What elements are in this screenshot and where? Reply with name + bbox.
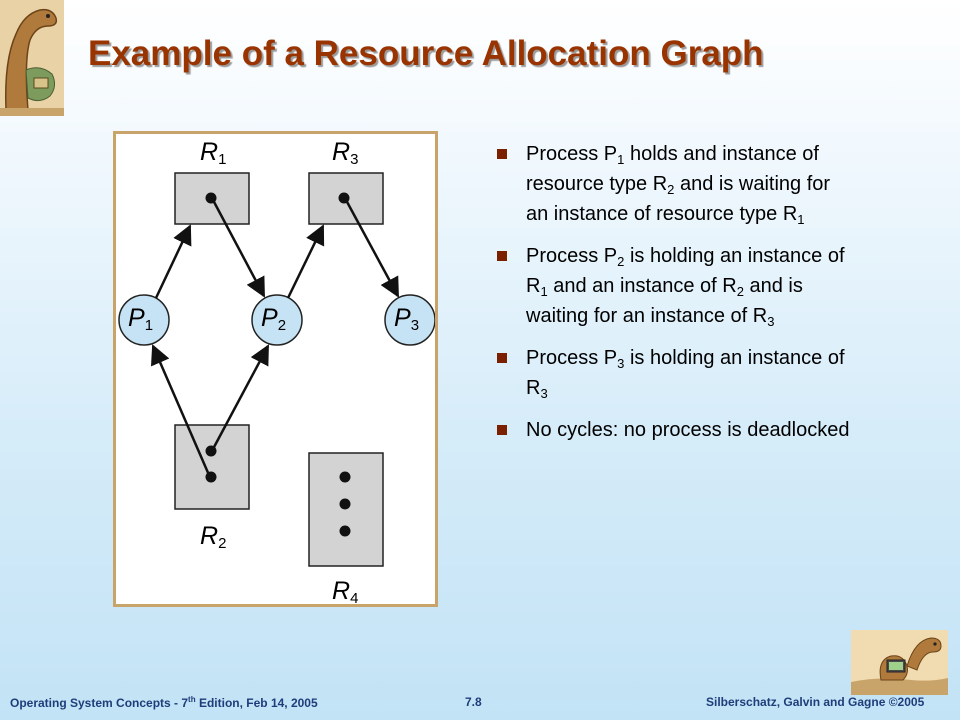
bullet-item: Process P1 holds and instance of resourc… [492,142,852,232]
process-p2 [251,294,303,346]
label-r4: R4 [332,577,359,607]
resource-allocation-graph: R1 R3 R2 R4 P1 P2 P3 [113,131,438,607]
bullet-item: No cycles: no process is deadlocked [492,418,852,442]
edge-p1-r1 [154,224,192,299]
process-p1 [118,294,170,346]
bullet-square-icon [497,149,507,159]
instance-dot [339,525,351,537]
label-p1: P1 [128,304,154,334]
resource-r3 [308,172,384,225]
slide-title: Example of a Resource Allocation Graph [88,34,764,73]
bullet-square-icon [497,353,507,363]
edge-r2-p2 [211,344,270,450]
dinosaur-logo-icon [0,0,64,116]
edge-r3-p3 [344,199,400,298]
footer-course: Operating System Concepts - 7th Edition,… [10,695,318,710]
instance-dot [339,498,351,510]
bullet-item: Process P2 is holding an instance of R1 … [492,244,852,334]
edge-p2-r3 [286,224,325,299]
edge-r1-p2 [211,199,266,298]
resource-r2 [174,424,250,510]
footer-authors: Silberschatz, Galvin and Gagne ©2005 [706,695,925,709]
label-r3: R3 [332,138,359,168]
graph-canvas [118,172,435,567]
process-p3 [384,294,435,346]
bullet-item: Process P3 is holding an instance of R3 [492,346,852,406]
resource-r4 [308,452,384,567]
bullet-square-icon [497,425,507,435]
label-p3: P3 [394,304,420,334]
label-r1: R1 [200,138,227,168]
bullet-list: Process P1 holds and instance of resourc… [492,142,852,454]
bullet-square-icon [497,251,507,261]
edge-r2-p1 [150,344,211,476]
dinosaur-laptop-logo-icon [851,630,948,695]
footer-page-number: 7.8 [465,695,482,709]
label-p2: P2 [261,304,287,334]
label-r2: R2 [200,522,227,552]
instance-dot [339,471,351,483]
